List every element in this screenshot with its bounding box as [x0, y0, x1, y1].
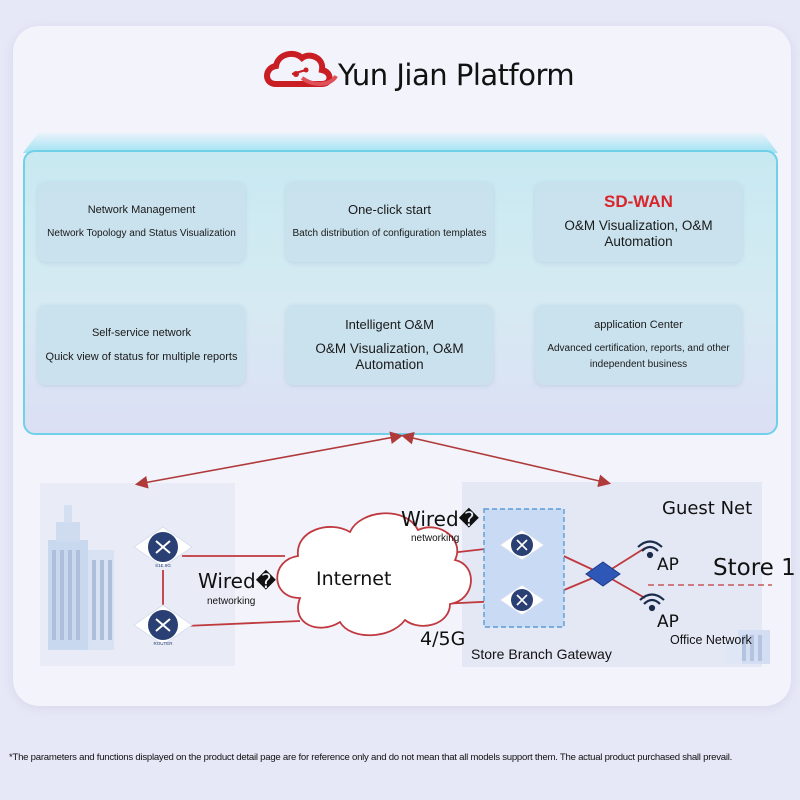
- page-title: Yun Jian Platform: [338, 58, 575, 92]
- device-label: ROUTER: [154, 641, 174, 646]
- feature-card-application-center[interactable]: application Center Advanced certificatio…: [535, 305, 742, 385]
- internet-label: Internet: [316, 568, 392, 590]
- feature-title: application Center: [594, 319, 683, 331]
- wired-networking-top-sublabel: networking: [411, 533, 460, 544]
- disclaimer-footnote: *The parameters and functions displayed …: [9, 752, 733, 763]
- feature-description: O&M Visualization, O&M Automation: [315, 341, 464, 372]
- building-icon: [48, 505, 114, 650]
- platform-link-right-arrow: [400, 431, 612, 488]
- feature-title: Self-service network: [91, 327, 192, 339]
- feature-description: Advanced certification, reports, and oth…: [547, 343, 730, 370]
- office-network-label: Office Network: [670, 633, 752, 647]
- wired-networking-left-label: Wired�: [198, 569, 277, 593]
- ap-bottom-label: AP: [657, 612, 679, 632]
- feature-description: Network Topology and Status Visualizatio…: [47, 228, 236, 239]
- feature-card-intelligent-om[interactable]: Intelligent O&M O&M Visualization, O&M A…: [286, 305, 493, 385]
- feature-title: SD-WAN: [604, 192, 673, 211]
- link-router-internet: [184, 620, 301, 627]
- gateway-router-bottom-icon: [499, 584, 545, 616]
- cellular-label: 4/5G: [420, 628, 466, 650]
- store-switch-icon: [585, 561, 621, 587]
- feature-card-one-click-start[interactable]: One-click start Batch distribution of co…: [286, 182, 493, 262]
- wifi-ap-top-icon: [637, 540, 663, 559]
- red-cloud-logo-icon: [264, 50, 338, 87]
- gateway-router-top-icon: [499, 529, 545, 561]
- panel-top-edge: [23, 133, 778, 153]
- feature-title: Intelligent O&M: [345, 317, 434, 332]
- store-1-label: Store 1: [713, 555, 796, 581]
- feature-description: Batch distribution of configuration temp…: [292, 228, 487, 239]
- ap-top-label: AP: [657, 555, 679, 575]
- wired-networking-left-sublabel: networking: [207, 596, 256, 607]
- feature-card-self-service-network[interactable]: Self-service network Quick view of statu…: [38, 305, 245, 385]
- feature-description: Quick view of status for multiple report…: [45, 351, 238, 363]
- feature-card-network-management[interactable]: Network Management Network Topology and …: [38, 182, 245, 262]
- feature-title: One-click start: [347, 202, 432, 217]
- wifi-ap-bottom-icon: [639, 593, 665, 612]
- wired-networking-top-label: Wired�: [401, 507, 480, 531]
- feature-description: O&M Visualization, O&M Automation: [564, 218, 713, 249]
- office-building-icon: [726, 630, 770, 664]
- platform-link-left-arrow: [134, 431, 404, 489]
- link-switch-ap-top: [609, 547, 646, 571]
- guest-net-label: Guest Net: [662, 498, 753, 519]
- store-branch-gateway-label: Store Branch Gateway: [471, 646, 612, 662]
- core-switch-icon: S1E 8G: [133, 526, 193, 568]
- feature-card-sd-wan[interactable]: SD-WAN O&M Visualization, O&M Automation: [535, 182, 742, 262]
- device-label: S1E 8G: [155, 563, 171, 568]
- router-icon: ROUTER: [133, 604, 193, 646]
- internet-cloud-icon: [276, 512, 472, 637]
- feature-title: Network Management: [87, 204, 196, 216]
- link-switch-ap-bottom: [609, 577, 646, 599]
